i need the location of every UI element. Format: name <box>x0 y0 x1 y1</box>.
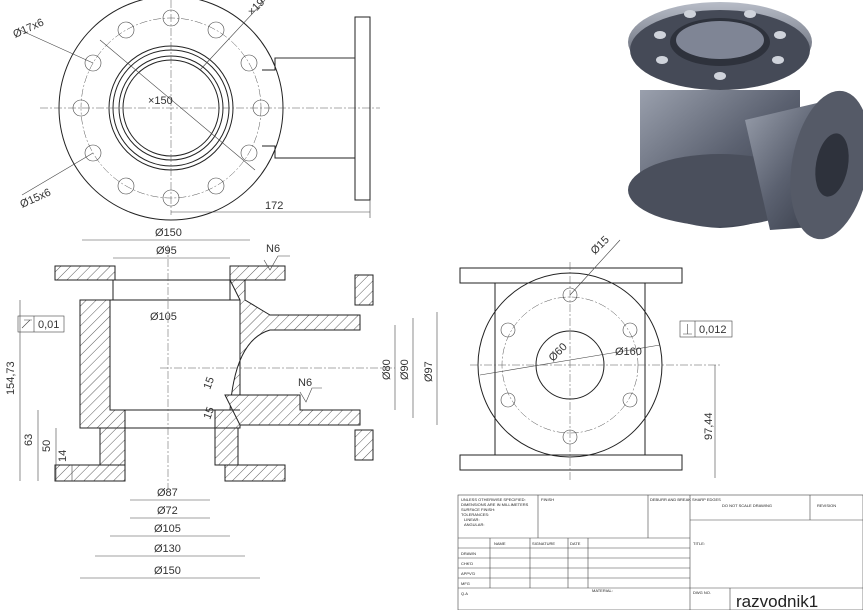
front-top-bore: Ø95 <box>156 245 177 257</box>
front-roughness-top: N6 <box>266 243 280 255</box>
tb-mfg: MFG <box>461 581 470 586</box>
front-bottom-105: Ø105 <box>154 523 181 535</box>
tb-notes-5: LINEAR: <box>464 517 480 522</box>
tb-revision: REVISION <box>817 503 836 508</box>
tb-notes-2: DIMENSIONS ARE IN MILLIMETERS <box>461 502 529 507</box>
top-hole-callout-17: Ø17x6 <box>11 17 45 41</box>
tb-dwg-no: DWG NO. <box>693 590 711 595</box>
top-bore-label: ×150 <box>148 95 173 107</box>
side-height-label: 97,44 <box>703 412 715 440</box>
front-bottom-72: Ø72 <box>157 505 178 517</box>
front-height-63: 63 <box>23 434 35 446</box>
tb-date-col: DATE <box>570 541 581 546</box>
side-perp-tol: 0,012 <box>699 324 727 336</box>
tb-deburr: DEBURR AND BREAK SHARP EDGES <box>650 497 721 502</box>
front-bottom-150: Ø150 <box>154 565 181 577</box>
front-inner-bore: Ø105 <box>150 311 177 323</box>
front-chamfer-15b: 15 <box>202 405 217 421</box>
front-height-50: 50 <box>41 440 53 452</box>
tb-drawing-name: razvodnik1 <box>736 592 818 610</box>
title-block: UNLESS OTHERWISE SPECIFIED: DIMENSIONS A… <box>457 494 863 610</box>
front-chamfer-15a: 15 <box>202 375 217 391</box>
front-branch-80: Ø80 <box>381 359 393 380</box>
tb-apprvd: APPV'D <box>461 571 475 576</box>
front-height-14: 14 <box>57 450 69 462</box>
tb-name-col: NAME <box>494 541 506 546</box>
side-hole-label: Ø15 <box>589 234 612 257</box>
tb-qa: Q.A <box>461 591 468 596</box>
tb-notes-4: TOLERANCES: <box>461 512 489 517</box>
tb-material: MATERIAL: <box>592 588 613 593</box>
tb-finish: FINISH <box>541 497 554 502</box>
tb-notes-3: SURFACE FINISH: <box>461 507 495 512</box>
front-branch-97: Ø97 <box>423 361 435 382</box>
front-bottom-87: Ø87 <box>157 487 178 499</box>
front-branch-90: Ø90 <box>399 359 411 380</box>
front-section-view: Ø150 Ø95 Ø105 N6 N6 0,01 154,73 63 50 14… <box>5 227 438 579</box>
top-view: Ø17x6 Ø15x6 ×150 ×19 172 <box>11 0 380 221</box>
tb-notes-6: ANGULAR: <box>464 522 484 527</box>
top-hole-callout-15: Ø15x6 <box>18 187 52 211</box>
front-bottom-130: Ø130 <box>154 543 181 555</box>
front-top-width: Ø150 <box>155 227 182 239</box>
tb-drawn: DRAWN <box>461 551 476 556</box>
side-view: Ø15 Ø60 Ø160 0,012 97,44 <box>459 234 733 480</box>
top-length-label: 172 <box>265 200 283 212</box>
side-bolt-circle-label: Ø160 <box>615 346 642 358</box>
front-flatness-tol: 0,01 <box>38 319 59 331</box>
front-roughness-branch: N6 <box>298 377 312 389</box>
tb-chkd: CHK'D <box>461 561 473 566</box>
top-bolt-circle-label: ×19 <box>246 0 268 18</box>
tb-notes-1: UNLESS OTHERWISE SPECIFIED: <box>461 497 526 502</box>
tb-title-col: TITLE: <box>693 541 705 546</box>
tb-signature-col: SIGNATURE <box>532 541 555 546</box>
front-height-total: 154,73 <box>5 361 17 395</box>
tb-do-not-scale: DO NOT SCALE DRAWING <box>722 503 772 508</box>
iso-view <box>628 2 863 240</box>
